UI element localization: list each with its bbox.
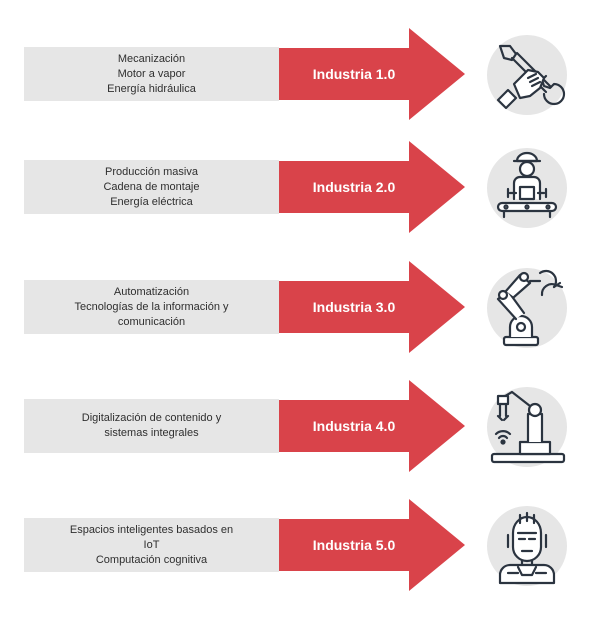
stage-5-line-2: IoT — [143, 538, 160, 551]
stage-5-line-3: Computación cognitiva — [95, 553, 208, 566]
stage-2-line-3: Energía eléctrica — [110, 195, 193, 208]
stage-1-arrow: Industria 1.0 — [279, 24, 467, 124]
stage-1-line-3: Energía hidráulica — [107, 82, 196, 95]
stage-4-line-2: sistemas integrales — [104, 427, 199, 439]
stage-1-description: Mecanización Motor a vapor Energía hidrá… — [24, 47, 279, 101]
humanoid-robot-icon — [484, 503, 570, 589]
stage-5-line-1: Espacios inteligentes basados en — [69, 523, 234, 536]
stage-4-description: Digitalización de contenido y sistemas i… — [24, 399, 279, 453]
stage-1-line-2: Motor a vapor — [117, 67, 186, 80]
stage-3-line-3: comunicación — [117, 315, 186, 328]
stage-3-description: Automatización Tecnologías de la informa… — [24, 280, 279, 334]
wireless-robot-arm-icon — [484, 384, 570, 470]
hand-wrench-icon — [484, 32, 570, 118]
stage-row-3: Automatización Tecnologías de la informa… — [0, 257, 600, 357]
stage-2-line-2: Cadena de montaje — [103, 180, 200, 193]
stage-2-description: Producción masiva Cadena de montaje Ener… — [24, 160, 279, 214]
stage-row-2: Producción masiva Cadena de montaje Ener… — [0, 137, 600, 237]
stage-3-arrow: Industria 3.0 — [279, 257, 467, 357]
stage-2-label: Industria 2.0 — [312, 179, 396, 195]
stage-5-description: Espacios inteligentes basados en IoT Com… — [24, 518, 279, 572]
stage-2-arrow: Industria 2.0 — [279, 137, 467, 237]
stage-1-line-1: Mecanización — [117, 52, 186, 65]
stage-1-label: Industria 1.0 — [312, 66, 396, 82]
stage-4-label: Industria 4.0 — [312, 418, 396, 434]
robotic-arm-icon — [484, 265, 570, 351]
stage-4-arrow: Industria 4.0 — [279, 376, 467, 476]
stage-5-arrow: Industria 5.0 — [279, 495, 467, 595]
stage-row-4: Digitalización de contenido y sistemas i… — [0, 376, 600, 476]
worker-conveyor-icon — [484, 145, 570, 231]
stage-row-5: Espacios inteligentes basados en IoT Com… — [0, 495, 600, 595]
stage-3-line-1: Automatización — [113, 285, 190, 298]
stage-row-1: Mecanización Motor a vapor Energía hidrá… — [0, 24, 600, 124]
stage-3-line-2: Tecnologías de la información y — [74, 300, 229, 313]
stage-5-label: Industria 5.0 — [312, 537, 396, 553]
stage-4-line-1: Digitalización de contenido y — [81, 412, 222, 424]
stage-2-line-1: Producción masiva — [105, 165, 198, 178]
stage-3-label: Industria 3.0 — [312, 299, 396, 315]
